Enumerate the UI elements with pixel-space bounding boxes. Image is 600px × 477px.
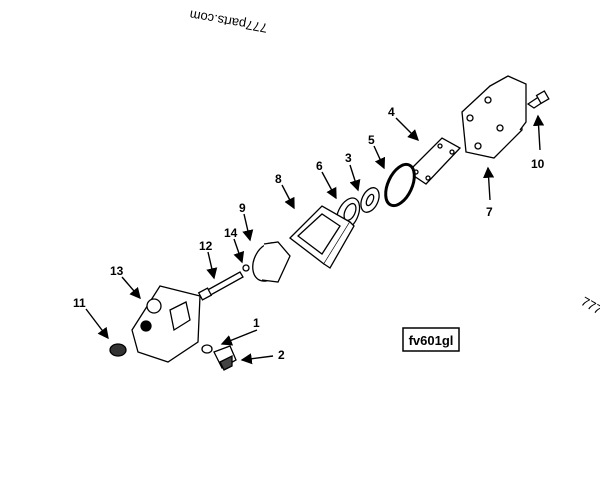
callout-14: 14 xyxy=(224,226,238,240)
callout-2: 2 xyxy=(278,348,285,362)
part-4-gasket xyxy=(406,137,462,185)
callout-4: 4 xyxy=(388,105,395,119)
part-3-washer xyxy=(360,187,380,213)
watermark-top: 777parts.com xyxy=(188,7,268,35)
part-10-screw xyxy=(526,90,550,109)
code-label: fv601gl xyxy=(409,333,454,348)
callout-1: 1 xyxy=(253,316,260,330)
part-2-plug xyxy=(213,345,237,371)
part-8-body-plate xyxy=(289,205,355,269)
callout-10: 10 xyxy=(531,157,545,171)
callout-8: 8 xyxy=(275,172,282,186)
callout-3: 3 xyxy=(345,151,352,165)
part-11-plug xyxy=(109,343,127,357)
code-box xyxy=(402,327,460,352)
callout-13: 13 xyxy=(110,264,124,278)
watermark-right: 777 xyxy=(579,294,600,318)
callout-11: 11 xyxy=(73,296,86,310)
callout-5: 5 xyxy=(368,133,375,147)
callout-9: 9 xyxy=(239,201,246,215)
callout-7: 7 xyxy=(486,205,493,219)
part-7-cover xyxy=(461,75,527,159)
callout-6: 6 xyxy=(316,159,323,173)
part-5-oring xyxy=(384,162,416,208)
callout-12: 12 xyxy=(199,239,213,253)
part-13-valve-body xyxy=(131,285,201,363)
part-1-oring xyxy=(201,344,213,354)
part-14-ring xyxy=(242,264,250,272)
part-9-piston xyxy=(252,241,291,283)
part-12-stem xyxy=(197,271,244,301)
